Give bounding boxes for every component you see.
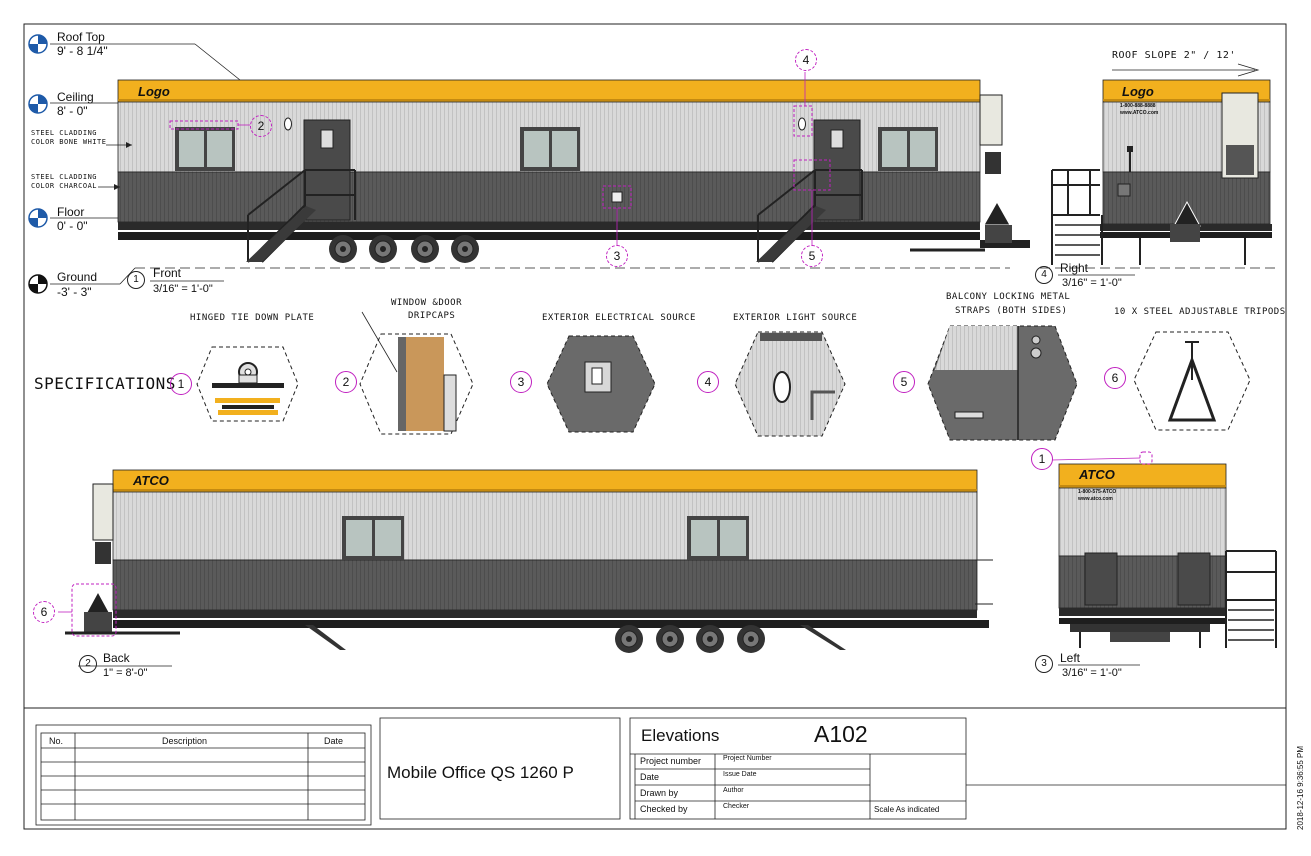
spec-number-6: 6 (1104, 367, 1126, 389)
level-value-rooftop: 9' - 8 1/4" (57, 44, 108, 58)
view-number-left: 3 (1035, 655, 1053, 673)
callout-5: 5 (801, 245, 823, 267)
spec-number-5: 5 (893, 371, 915, 393)
level-marker-icon (28, 34, 48, 54)
spec-number-1: 1 (170, 373, 192, 395)
spec-label-4: EXTERIOR LIGHT SOURCE (733, 313, 858, 323)
front-window-2 (520, 127, 580, 171)
level-marker-icon (28, 94, 48, 114)
level-name-floor: Floor (57, 205, 85, 219)
view-scale-left: 3/16" = 1'-0" (1062, 667, 1122, 679)
sheet-name: Elevations (641, 726, 720, 745)
view-title-front: Front (153, 266, 182, 280)
front-window-1 (175, 127, 235, 171)
left-web: www.atco.com (1078, 496, 1113, 502)
left-logo: ATCO (1079, 467, 1115, 482)
spec-label-2a: WINDOW &DOOR (391, 298, 463, 308)
spec-detail-5 (927, 325, 1078, 441)
spec-label-6: 10 X STEEL ADJUSTABLE TRIPODS (1114, 307, 1286, 317)
spec-label-1: HINGED TIE DOWN PLATE (190, 313, 315, 323)
front-logo: Logo (138, 84, 170, 99)
spec-detail-6 (1133, 331, 1251, 431)
spec-detail-3 (546, 335, 656, 433)
spec-detail-1 (196, 346, 299, 422)
tb-value-drawn-by: Author (723, 787, 744, 794)
view-scale-front: 3/16" = 1'-0" (153, 283, 213, 295)
spec-number-2: 2 (335, 371, 357, 393)
spec-number-4: 4 (697, 371, 719, 393)
spec-label-2b: DRIPCAPS (408, 311, 456, 321)
revision-header-no: No. (49, 736, 64, 746)
sheet-info-box (629, 717, 1286, 820)
ground-marker-icon (28, 274, 48, 294)
view-title-back: Back (103, 651, 130, 665)
view-number-back: 2 (79, 655, 97, 673)
project-name: Mobile Office QS 1260 P (387, 763, 574, 782)
note-roof-slope: ROOF SLOPE 2" / 12' (1112, 50, 1236, 61)
right-logo: Logo (1122, 84, 1154, 99)
level-marker-icon (28, 208, 48, 228)
tb-label-date: Date (640, 772, 660, 782)
spec-label-5a: BALCONY LOCKING METAL (946, 292, 1071, 302)
tb-label-drawn-by: Drawn by (640, 788, 679, 798)
revision-table (35, 724, 372, 826)
revision-header-date: Date (324, 736, 344, 746)
right-web: www.ATCO.com (1120, 110, 1159, 116)
view-title-left: Left (1060, 651, 1081, 665)
tb-label-checked-by: Checked by (640, 804, 688, 814)
spec-label-3: EXTERIOR ELECTRICAL SOURCE (542, 313, 696, 323)
front-roof-band (117, 79, 981, 103)
right-elevation (1040, 63, 1275, 269)
spec-detail-4 (734, 331, 846, 437)
specifications-title: SPECIFICATIONS (34, 374, 176, 393)
front-window-3 (878, 127, 938, 171)
level-name-ground: Ground (57, 270, 98, 284)
level-value-ground: -3' - 3" (57, 285, 92, 299)
level-value-ceiling: 8' - 0" (57, 104, 88, 118)
front-elevation (50, 43, 1030, 285)
callout-6: 6 (33, 601, 55, 623)
view-number-front: 1 (127, 271, 145, 289)
level-name-ceiling: Ceiling (57, 90, 94, 104)
back-elevation (58, 469, 993, 667)
view-scale-right: 3/16" = 1'-0" (1062, 277, 1122, 289)
callout-4: 4 (795, 49, 817, 71)
tb-scale: Scale As indicated (874, 805, 940, 814)
right-phone: 1-800-888-8888 (1120, 103, 1156, 109)
sheet-number: A102 (814, 721, 868, 747)
tb-value-project-number: Project Number (723, 755, 772, 762)
spec-detail-2 (359, 311, 474, 435)
level-name-rooftop: Roof Top (57, 30, 105, 44)
tb-label-project-number: Project number (640, 756, 702, 766)
callout-3: 3 (606, 245, 628, 267)
tb-value-date: Issue Date (723, 771, 757, 778)
back-logo: ATCO (133, 473, 169, 488)
revision-header-description: Description (162, 736, 208, 746)
callout-2: 2 (250, 115, 272, 137)
spec-number-3: 3 (510, 371, 532, 393)
level-value-floor: 0' - 0" (57, 219, 88, 233)
spec-label-5b: STRAPS (BOTH SIDES) (955, 306, 1068, 316)
callout-1: 1 (1031, 448, 1053, 470)
view-scale-back: 1" = 8'-0" (103, 667, 148, 679)
left-phone: 1-800-575-ATCO (1078, 489, 1117, 495)
left-elevation (1051, 451, 1277, 666)
view-title-right: Right (1060, 261, 1089, 275)
view-number-right: 4 (1035, 266, 1053, 284)
project-name-box (379, 717, 621, 820)
tb-value-checked-by: Checker (723, 803, 750, 810)
print-timestamp: 2018-12-16 9:36:55 PM (1296, 745, 1305, 830)
